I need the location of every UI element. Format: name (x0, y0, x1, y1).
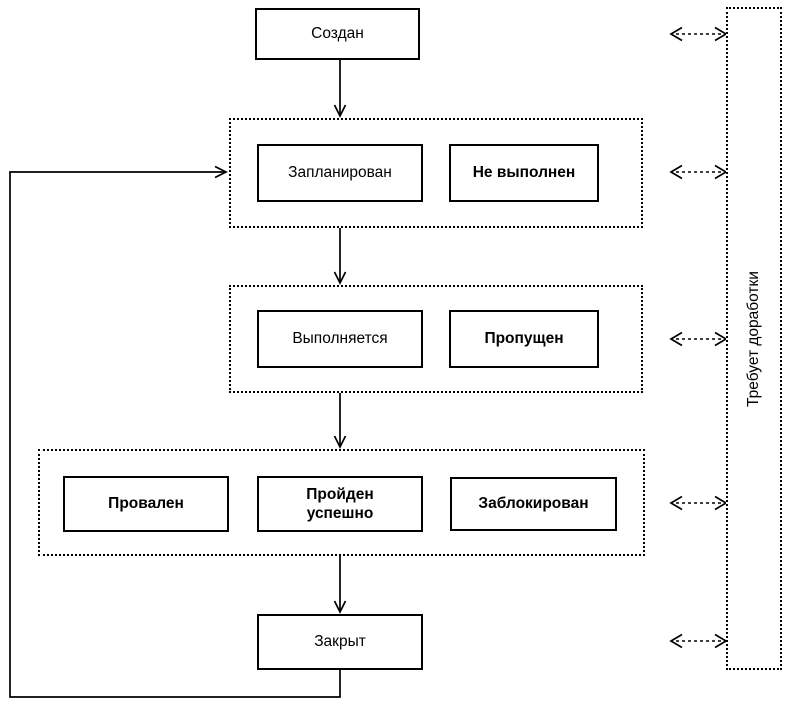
rework-panel-label: Требует доработки (745, 270, 763, 407)
node-planned-label: Запланирован (288, 164, 392, 182)
node-closed-label: Закрыт (314, 633, 366, 651)
group-result-states (38, 449, 645, 556)
node-skipped-label: Пропущен (484, 330, 564, 348)
arrow-closed-loop-to-planned-group (9, 165, 341, 698)
node-created: Создан (255, 8, 420, 60)
dashed-arrow-created-row (669, 26, 728, 42)
node-failed: Провален (63, 476, 229, 532)
node-blocked: Заблокирован (450, 477, 617, 531)
node-passed-label: Пройден успешно (306, 485, 374, 522)
node-passed: Пройден успешно (257, 476, 423, 532)
node-skipped: Пропущен (449, 310, 599, 368)
node-executing: Выполняется (257, 310, 423, 368)
node-created-label: Создан (311, 25, 364, 43)
node-not-executed-label: Не выполнен (472, 164, 576, 182)
dashed-arrow-result-row (669, 495, 728, 511)
node-failed-label: Провален (108, 495, 184, 513)
node-planned: Запланирован (257, 144, 423, 202)
dashed-arrow-planned-row (669, 164, 728, 180)
group-executing-states (229, 285, 643, 393)
arrow-result-to-closed (333, 556, 347, 614)
node-executing-label: Выполняется (292, 330, 388, 348)
group-planned-states (229, 118, 643, 228)
rework-panel: Требует доработки (726, 7, 782, 670)
arrow-created-to-planned-group (333, 60, 347, 118)
node-closed: Закрыт (257, 614, 423, 670)
arrow-executing-to-result-group (333, 393, 347, 449)
dashed-arrow-executing-row (669, 331, 728, 347)
dashed-arrow-closed-row (669, 633, 728, 649)
node-not-executed: Не выполнен (449, 144, 599, 202)
node-blocked-label: Заблокирован (478, 495, 589, 513)
arrow-planned-to-executing-group (333, 228, 347, 285)
